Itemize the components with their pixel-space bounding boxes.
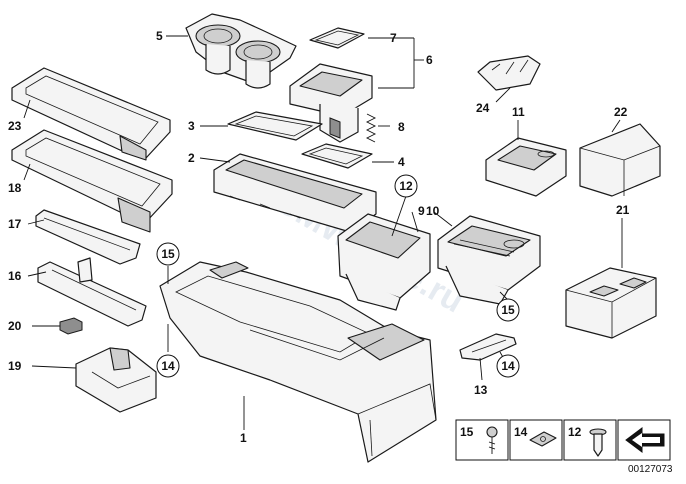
- part-2-storage-bin[interactable]: [213, 153, 377, 233]
- callout-22: 22: [614, 105, 628, 119]
- callout-circle-14-right: [496, 354, 520, 378]
- part-18-trim-frame[interactable]: [11, 129, 173, 233]
- part-16-mounting-bracket[interactable]: [37, 257, 147, 327]
- diagram-reference-number: 00127073: [628, 464, 673, 475]
- part-4-rubber-mat[interactable]: [301, 143, 373, 169]
- callout-16: 16: [8, 269, 22, 283]
- callout-12: 12: [399, 179, 413, 193]
- callout-13: 13: [474, 383, 488, 397]
- clip-nut-icon: [529, 431, 557, 447]
- callout-3: 3: [188, 119, 195, 133]
- legend-box-12[interactable]: [563, 419, 617, 461]
- callout-17: 17: [8, 217, 22, 231]
- callout-1: 1: [240, 431, 247, 445]
- callout-6: 6: [426, 53, 433, 67]
- callout-7: 7: [390, 31, 397, 45]
- expanding-rivet-icon: [589, 428, 607, 457]
- part-7-cover-plate[interactable]: [309, 27, 365, 49]
- legend-label-14: 14: [514, 425, 528, 439]
- part-9-ashtray-insert[interactable]: [337, 213, 431, 311]
- callout-14-left: 14: [161, 359, 175, 373]
- callout-15-left: 15: [161, 247, 175, 261]
- callout-5: 5: [156, 29, 163, 43]
- callout-24: 24: [476, 101, 490, 115]
- callout-2: 2: [188, 151, 195, 165]
- callout-circle-12: [394, 174, 418, 198]
- callout-10: 10: [426, 204, 440, 218]
- callout-21: 21: [616, 203, 630, 217]
- callout-11: 11: [512, 105, 525, 119]
- part-10-ashtray[interactable]: [437, 215, 541, 305]
- part-20-pad[interactable]: [59, 317, 83, 335]
- callout-9: 9: [418, 204, 425, 218]
- part-17-guide-rail[interactable]: [35, 209, 141, 265]
- direction-arrow-icon: [625, 427, 665, 453]
- callout-4: 4: [398, 155, 405, 169]
- legend-label-15: 15: [460, 425, 474, 439]
- part-24-bracket[interactable]: [477, 55, 541, 91]
- callout-circle-15-right: [496, 298, 520, 322]
- legend-label-12: 12: [568, 425, 582, 439]
- callouts: 5 7 6 8 3 2 4 24 11 22 23 18 17 16 20 19…: [8, 29, 630, 445]
- part-8-spring[interactable]: [365, 113, 377, 143]
- fastener-legend: 15 14 12 00127073: [455, 419, 673, 475]
- part-23-trim-frame[interactable]: [11, 67, 171, 161]
- callout-circle-14-left: [156, 354, 180, 378]
- part-13-clip[interactable]: [459, 333, 517, 361]
- callout-19: 19: [8, 359, 22, 373]
- part-5-cup-holder[interactable]: [185, 13, 297, 89]
- callout-8: 8: [398, 120, 405, 134]
- part-1-center-console[interactable]: [159, 261, 437, 463]
- callout-15-right: 15: [501, 303, 515, 317]
- callout-20: 20: [8, 319, 22, 333]
- callout-circle-15-left: [156, 242, 180, 266]
- part-22-cover-cap[interactable]: [579, 123, 661, 197]
- part-6-storage-tray[interactable]: [289, 63, 373, 143]
- part-3-rubber-mat[interactable]: [227, 111, 323, 141]
- callout-14-right: 14: [501, 359, 515, 373]
- part-11-ashtray-housing[interactable]: [485, 137, 567, 197]
- screw-icon: [486, 426, 498, 454]
- callout-18: 18: [8, 181, 22, 195]
- callout-23: 23: [8, 119, 22, 133]
- part-21-switch-block[interactable]: [565, 267, 657, 339]
- part-19-cover[interactable]: [75, 347, 157, 413]
- legend-box-15[interactable]: [455, 419, 509, 461]
